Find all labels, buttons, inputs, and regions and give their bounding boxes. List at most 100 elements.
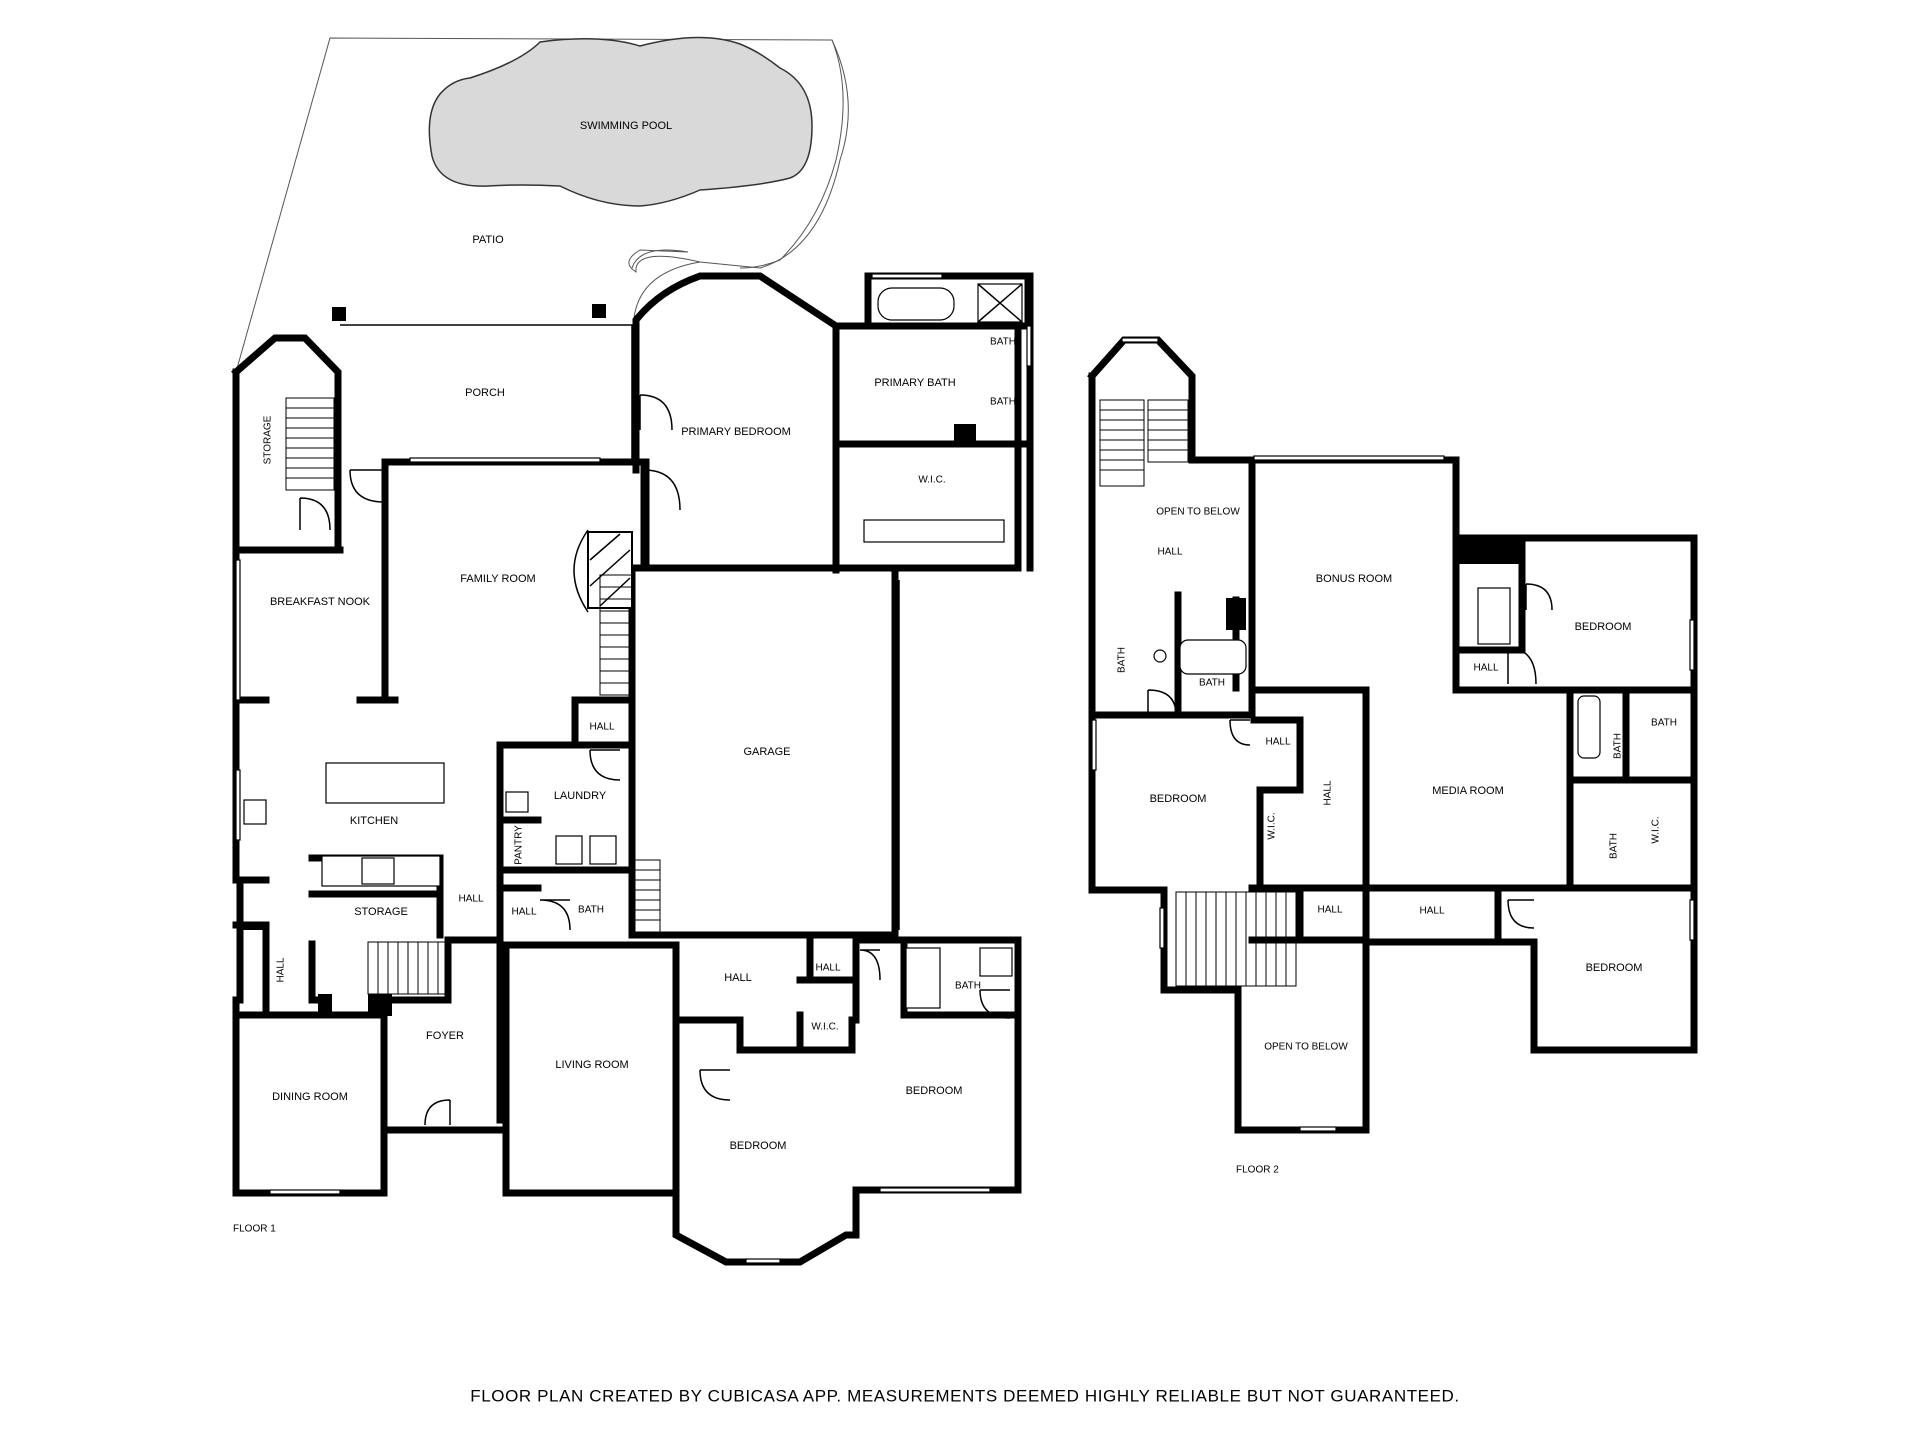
room-label-bath-d: BATH [955,981,981,992]
room-label-foyer: FOYER [426,1030,464,1042]
door-arc [643,469,681,511]
floor-1: SWIMMING POOL PATIO PORCH STORAGE PRIMAR… [231,36,1034,1266]
window [1689,899,1695,941]
kitchen-island [325,762,445,804]
door-arc [539,899,571,931]
room-label-bath-e: BATH [1609,833,1620,859]
room-label-storage-top: STORAGE [263,415,274,464]
fireplace-hearth [573,529,589,613]
swimming-pool [428,36,813,207]
sink [243,799,267,825]
column-block-c [318,994,332,1016]
window [1253,455,1445,461]
window [235,769,241,841]
primary-bath-box [832,322,1034,448]
patio-curve-left [633,261,701,319]
room-label-living-room: LIVING ROOM [555,1059,628,1071]
bath-tub-lower [905,947,941,1009]
floor2-inner-walls [1088,456,1698,944]
room-label-hall-c: HALL [511,907,536,918]
room-label-hall-d: HALL [1323,780,1334,805]
vanity-f2 [1477,587,1511,645]
door-arc [424,1099,451,1126]
dryer [589,835,617,865]
lower-middle-walls [672,936,1022,1064]
porch-outline [340,324,633,462]
column-block-b [368,994,392,1016]
door-arc [1507,647,1537,685]
bath-tub-f2-b [1577,695,1601,759]
room-label-garage: GARAGE [743,746,790,758]
window [1121,337,1159,343]
stairs-foyer [367,941,447,995]
room-label-breakfast-nook: BREAKFAST NOOK [270,596,371,608]
sink-f2 [1153,649,1167,663]
room-label-porch: PORCH [465,387,505,399]
room-label-bath-c: BATH [1651,718,1677,729]
shower-cross [977,283,1023,323]
stairs-floor2-top [1099,399,1189,487]
room-label-patio: PATIO [472,234,504,246]
door-arc [1147,689,1177,716]
floor-2-label: FLOOR 2 [1236,1165,1279,1176]
floor2-outer-wall [1087,336,1698,1134]
room-label-hall-a: HALL [589,722,614,733]
bath-sink-lower [979,947,1013,977]
patio-edge [739,39,844,269]
room-label-hall-b: HALL [1473,663,1498,674]
room-label-hall-d: HALL [276,957,287,982]
door-arc [1229,719,1251,746]
primary-bed-wall [632,319,840,574]
room-label-bath-a: BATH [1117,647,1128,673]
door-arc [1525,583,1553,611]
stairs-garage [633,859,661,935]
door-arc [979,989,1011,1019]
room-label-hall-e: HALL [1317,905,1342,916]
window [409,457,601,463]
room-label-bedroom-a: BEDROOM [1575,621,1632,633]
primary-bath-black [954,424,976,446]
room-label-hall-c: HALL [1265,737,1290,748]
window [1091,719,1097,771]
room-label-open-to-below-b: OPEN TO BELOW [1264,1042,1348,1053]
porch-post-right [592,304,606,318]
room-label-dining-room: DINING ROOM [272,1091,348,1103]
garage-divider [894,580,900,930]
porch-post-left [332,307,346,321]
window [1299,1126,1337,1132]
window [871,273,943,279]
room-label-bath-d: BATH [1613,733,1624,759]
room-label-wic-b: W.I.C. [1651,816,1662,843]
window [879,1187,991,1193]
column-block-a [240,922,266,930]
window [1159,907,1165,949]
room-label-laundry: LAUNDRY [554,790,607,802]
room-label-hall-f: HALL [815,963,840,974]
room-label-bonus-room: BONUS ROOM [1316,573,1392,585]
window [1689,619,1695,671]
room-label-storage-mid: STORAGE [354,906,408,918]
room-label-wic-a: W.I.C. [1267,812,1278,839]
wic-shelf [863,519,1005,543]
stairs-floor2-bottom [1175,891,1297,987]
room-label-bedroom-b: BEDROOM [906,1085,963,1097]
room-label-bath-c: BATH [578,905,604,916]
room-label-bedroom-b: BEDROOM [1150,793,1207,805]
room-label-bedroom-a: BEDROOM [730,1140,787,1152]
door-arc [699,1069,731,1101]
door-arc [349,469,385,503]
window [235,559,241,701]
bath-tub-f2 [1179,639,1247,675]
floor1-outer-wall [231,272,1034,1266]
room-label-wic-b: W.I.C. [811,1022,838,1033]
room-label-hall-a: HALL [1157,547,1182,558]
room-label-pantry: PANTRY [514,825,525,865]
garage-walls [628,564,899,939]
room-label-media-room: MEDIA ROOM [1432,785,1504,797]
stairs-top-left [285,397,335,491]
footer-disclaimer: FLOOR PLAN CREATED BY CUBICASA APP. MEAS… [470,1386,1460,1405]
window [745,1258,781,1264]
floor2-black-block-a [1226,598,1246,630]
room-label-family-room: FAMILY ROOM [460,573,535,585]
